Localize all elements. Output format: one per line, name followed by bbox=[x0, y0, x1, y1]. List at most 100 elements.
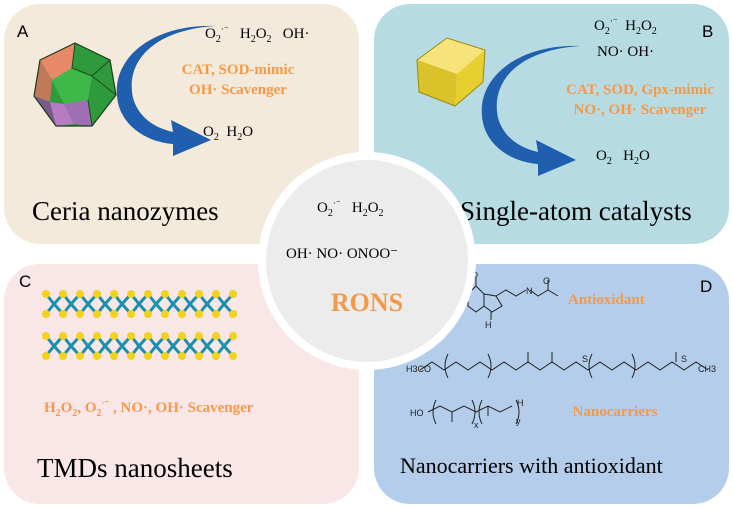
tmd-sulfur-atom bbox=[195, 310, 203, 318]
tmd-sulfur-atom bbox=[42, 290, 50, 298]
plga-structure-icon bbox=[427, 399, 520, 425]
tmd-bond bbox=[61, 301, 82, 316]
tmd-sulfur-atom bbox=[42, 310, 50, 318]
tmd-bond bbox=[180, 301, 201, 316]
panel-letter-a: A bbox=[17, 22, 29, 41]
products-a: O2 H2O bbox=[203, 124, 254, 143]
tmd-sulfur-atom bbox=[93, 310, 101, 318]
tmd-nanosheet-structure-icon bbox=[42, 290, 237, 360]
tmd-sulfur-atom bbox=[229, 310, 237, 318]
polymer-s2-label: S bbox=[681, 354, 688, 364]
title-tmds-nanosheets: TMDs nanosheets bbox=[37, 453, 233, 483]
tmd-sulfur-atom bbox=[42, 352, 50, 360]
title-nanocarriers: Nanocarriers with antioxidant bbox=[400, 453, 663, 478]
polymer-ch3-label: CH3 bbox=[698, 364, 717, 374]
tmd-sulfur-atom bbox=[76, 332, 84, 340]
activity-a-line1: CAT, SOD-mimic bbox=[181, 62, 295, 78]
polymer-pssl-structure-icon bbox=[419, 352, 709, 379]
tmd-sulfur-atom bbox=[59, 290, 67, 298]
tmd-bond bbox=[146, 301, 167, 316]
tmd-sulfur-atom bbox=[144, 310, 152, 318]
tmd-bond bbox=[180, 343, 201, 358]
tmd-sulfur-atom bbox=[127, 332, 135, 340]
polymer-s-label: S bbox=[582, 354, 589, 364]
polymer-h3co-label: H3CO bbox=[406, 364, 432, 374]
tmd-sulfur-atom bbox=[212, 332, 220, 340]
tmd-sulfur-atom bbox=[127, 310, 135, 318]
tmd-sulfur-atom bbox=[178, 310, 186, 318]
tmd-bond bbox=[197, 343, 218, 358]
tmd-sulfur-atom bbox=[144, 290, 152, 298]
tmd-bond bbox=[61, 343, 82, 358]
tmd-sulfur-atom bbox=[161, 352, 169, 360]
tmd-bond bbox=[146, 343, 167, 358]
tmd-bond bbox=[197, 301, 218, 316]
title-single-atom-catalysts: Single-atom catalysts bbox=[460, 196, 692, 226]
tmd-sulfur-atom bbox=[229, 290, 237, 298]
tmd-sulfur-atom bbox=[195, 352, 203, 360]
tmd-bond bbox=[163, 301, 184, 316]
tmd-bond bbox=[163, 343, 184, 358]
tmd-sulfur-atom bbox=[110, 332, 118, 340]
tmd-bond bbox=[129, 343, 150, 358]
plga-x-label: x bbox=[474, 420, 479, 430]
tmd-sulfur-atom bbox=[161, 310, 169, 318]
panel-letter-b: B bbox=[702, 22, 714, 41]
ceria-dodecahedron-icon bbox=[33, 42, 117, 127]
plga-y-label: y bbox=[516, 416, 521, 426]
tmd-bond bbox=[44, 301, 65, 316]
tmd-sulfur-atom bbox=[127, 352, 135, 360]
melatonin-nh-label: H bbox=[485, 320, 492, 330]
tmd-bond bbox=[112, 301, 133, 316]
species-a-top: O2·⁻ H2O2 OH· bbox=[205, 24, 310, 45]
center-rons-label: RONS bbox=[330, 288, 404, 317]
tmd-sulfur-atom bbox=[59, 352, 67, 360]
tmd-sulfur-atom bbox=[161, 332, 169, 340]
activity-a-line2: OH· Scavenger bbox=[189, 82, 287, 98]
tmd-sulfur-atom bbox=[212, 310, 220, 318]
center-row1: O2·⁻ H2O2 bbox=[317, 198, 384, 219]
melatonin-structure-icon bbox=[467, 278, 559, 320]
tmd-bond bbox=[78, 301, 99, 316]
tmd-bond bbox=[214, 301, 235, 316]
reaction-arrow-a-icon bbox=[116, 25, 215, 156]
tmd-sulfur-atom bbox=[144, 332, 152, 340]
products-b: O2 H2O bbox=[596, 148, 650, 167]
tmd-sulfur-atom bbox=[93, 290, 101, 298]
tmd-sulfur-atom bbox=[127, 290, 135, 298]
tmd-sulfur-atom bbox=[144, 352, 152, 360]
tmd-sulfur-atom bbox=[195, 332, 203, 340]
tmd-sulfur-atom bbox=[178, 332, 186, 340]
species-b-line2: NO· OH· bbox=[597, 44, 655, 60]
tmd-sulfur-atom bbox=[178, 352, 186, 360]
tmd-sulfur-atom bbox=[229, 352, 237, 360]
tmd-sulfur-atom bbox=[229, 332, 237, 340]
activity-b-line1: CAT, SOD, Gpx-mimic bbox=[566, 82, 714, 98]
nanocarriers-label: Nanocarriers bbox=[572, 404, 658, 420]
melatonin-n-label: N bbox=[526, 286, 533, 296]
tmd-bond bbox=[129, 301, 150, 316]
reaction-arrow-b-icon bbox=[481, 45, 580, 176]
tmd-sulfur-atom bbox=[161, 290, 169, 298]
single-atom-cube-icon bbox=[416, 37, 486, 107]
tmd-sulfur-atom bbox=[93, 332, 101, 340]
title-ceria-nanozymes: Ceria nanozymes bbox=[32, 196, 219, 226]
panel-letter-d: D bbox=[700, 277, 713, 296]
tmd-sulfur-atom bbox=[93, 352, 101, 360]
plga-ho-label: HO bbox=[410, 408, 424, 418]
center-row2: OH· NO· ONOO⁻ bbox=[286, 246, 399, 262]
tmd-sulfur-atom bbox=[212, 290, 220, 298]
tmd-sulfur-atom bbox=[42, 332, 50, 340]
tmd-bond bbox=[214, 343, 235, 358]
scavenger-c: H2O2, O2·⁻ , NO·, OH· Scavenger bbox=[44, 398, 254, 419]
species-b-top: O2·⁻ H2O2 bbox=[594, 16, 657, 37]
center-rons-circle bbox=[266, 160, 468, 362]
tmd-sulfur-atom bbox=[110, 310, 118, 318]
tmd-sulfur-atom bbox=[59, 310, 67, 318]
tmd-sulfur-atom bbox=[178, 290, 186, 298]
tmd-bond bbox=[112, 343, 133, 358]
tmd-sulfur-atom bbox=[76, 352, 84, 360]
tmd-sulfur-atom bbox=[76, 310, 84, 318]
tmd-bond bbox=[95, 343, 116, 358]
tmd-sulfur-atom bbox=[212, 352, 220, 360]
